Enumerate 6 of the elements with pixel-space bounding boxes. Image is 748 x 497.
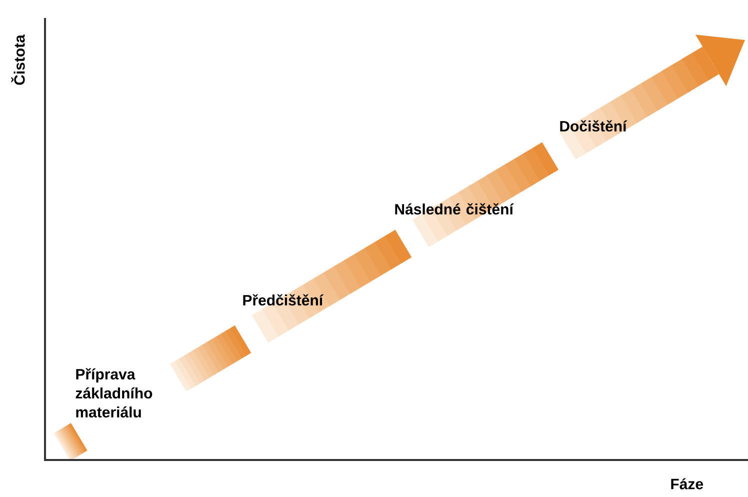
stage-label: Předčištění (243, 294, 324, 306)
stage-label: Dočištění (560, 120, 628, 132)
axis-label: Fáze (671, 478, 704, 490)
stage-label: Příprava základního materiálu (76, 368, 152, 418)
axis-label: Čistota (11, 34, 25, 85)
stage-label: Následné čištění (395, 203, 514, 215)
